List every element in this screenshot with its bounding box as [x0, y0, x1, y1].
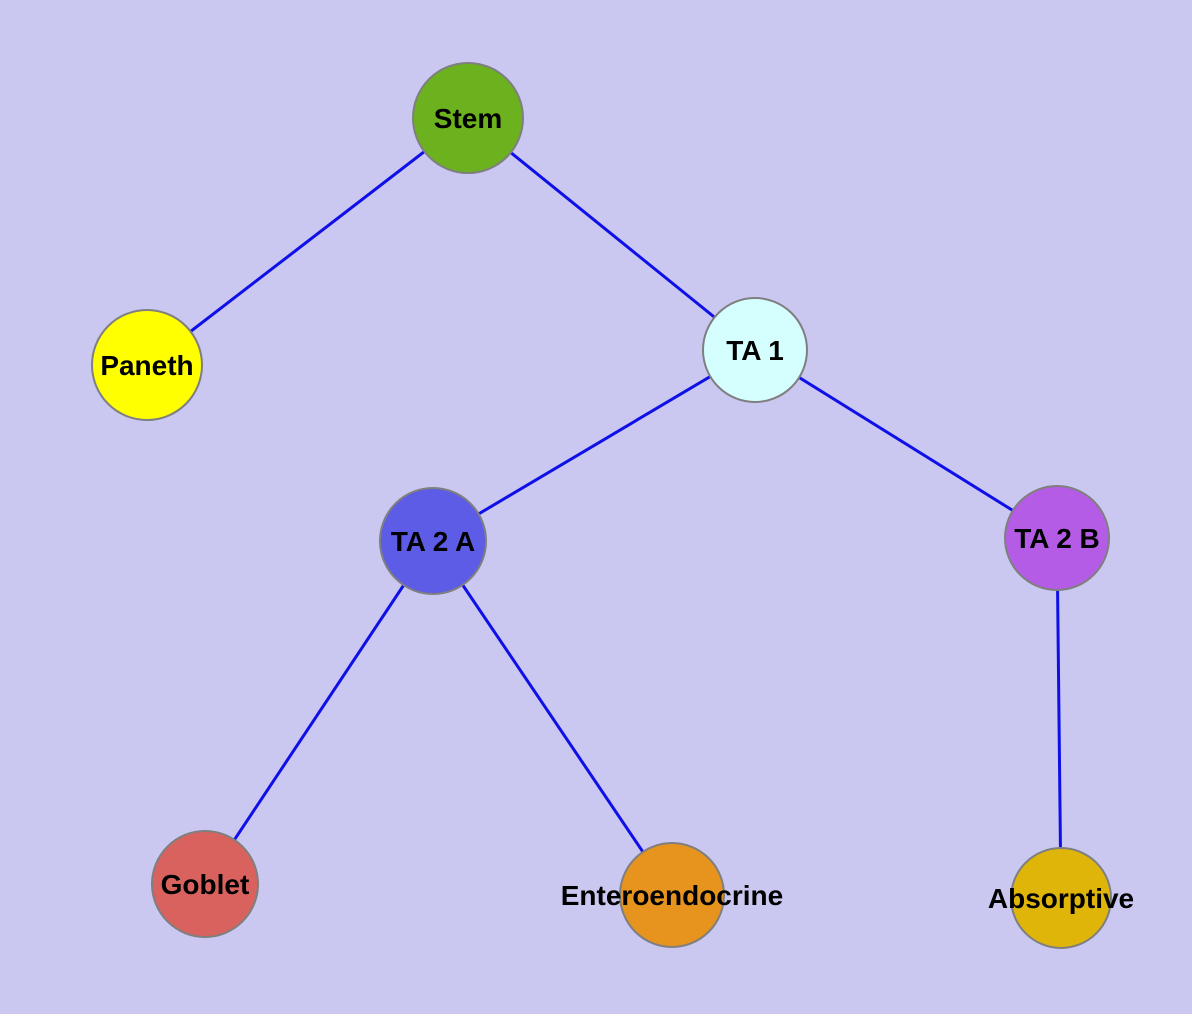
edge-ta2a-goblet: [203, 540, 435, 885]
node-goblet: Goblet: [151, 830, 259, 938]
node-circle-goblet: [151, 830, 259, 938]
node-stem: Stem: [412, 62, 524, 174]
node-circle-ta2b: [1004, 485, 1110, 591]
node-ta1: TA 1: [702, 297, 808, 403]
node-circle-paneth: [91, 309, 203, 421]
edge-ta1-ta2a: [432, 348, 756, 543]
edge-ta2a-enteroendocrine: [431, 540, 674, 896]
node-circle-enteroendocrine: [619, 842, 725, 948]
node-ta2b: TA 2 B: [1004, 485, 1110, 591]
node-paneth: Paneth: [91, 309, 203, 421]
edges-layer: [146, 116, 1063, 899]
node-circle-ta1: [702, 297, 808, 403]
node-ta2a: TA 2 A: [379, 487, 487, 595]
node-circle-stem: [412, 62, 524, 174]
edge-ta2b-absorptive: [1055, 537, 1063, 899]
node-circle-ta2a: [379, 487, 487, 595]
edge-ta1-ta2b: [754, 348, 1058, 540]
edge-stem-ta1: [467, 116, 756, 352]
edge-stem-paneth: [146, 116, 469, 367]
node-circle-absorptive: [1010, 847, 1112, 949]
